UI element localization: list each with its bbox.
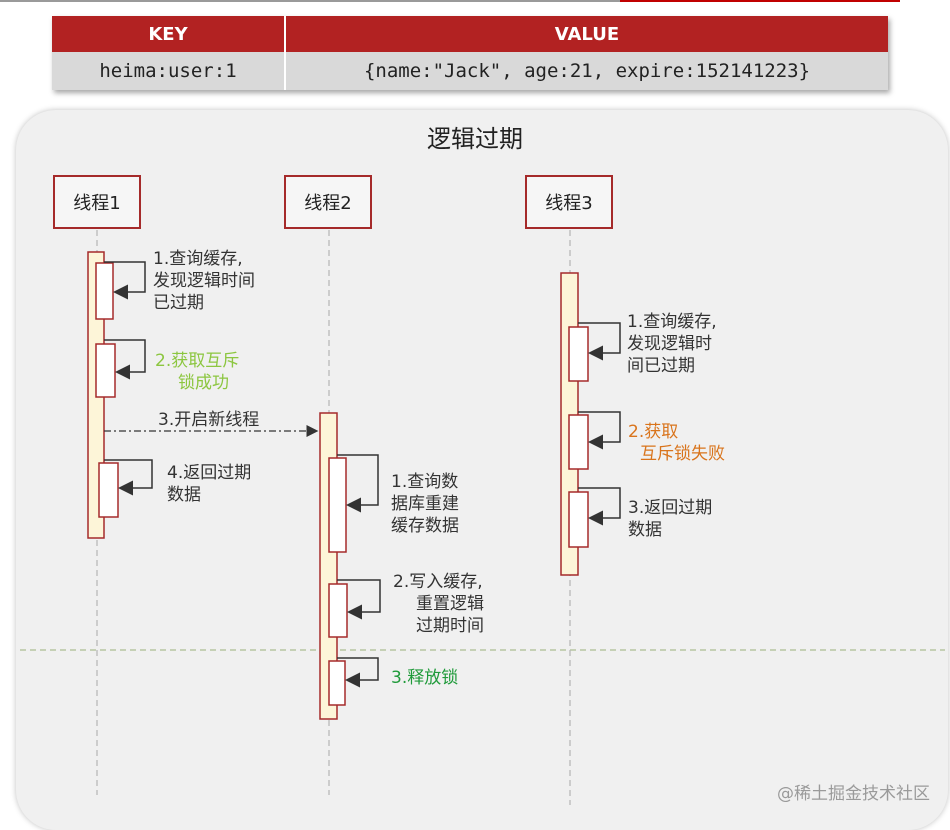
t3-step2-arrow [578,411,621,450]
t1-step4-arrow [104,459,153,496]
key-header: KEY [52,16,286,52]
t1-step1-label: 1.查询缓存, 发现逻辑时间 已过期 [153,249,255,313]
t1-step3-label: 3.开启新线程 [158,410,260,430]
table-row: heima:user:1 {name:"Jack", age:21, expir… [52,52,888,90]
key-value-table: KEY VALUE heima:user:1 {name:"Jack", age… [52,16,888,90]
t1-step1-arrow [104,261,146,300]
t1-step1-box [95,262,114,320]
t2-step1-box [328,457,347,553]
t3-step3-label: 3.返回过期 数据 [628,498,713,540]
t2-step3-arrow [337,657,379,688]
t3-step3-box [568,491,589,548]
watermark: @稀土掘金技术社区 [777,784,930,804]
t2-step2-label: 2.写入缓存, 重置逻辑 过期时间 [393,572,484,636]
t2-step3-box [328,660,346,706]
t2-step1-label: 1.查询数 据库重建 缓存数据 [391,472,459,536]
t2-step1-arrow [337,454,379,513]
t1-step4-box [98,462,119,518]
t2-step3-label: 3.释放锁 [391,668,459,688]
top-accent-line [620,0,900,2]
value-header: VALUE [285,16,888,52]
thread-2-box: 线程2 [284,175,372,229]
t3-step2-label: 2.获取 互斥锁失败 [628,422,725,464]
t3-step1-box [568,326,589,382]
diagram-title: 逻辑过期 [427,125,523,153]
diagram-panel [16,110,948,830]
t3-step2-box [568,414,589,470]
thread-3-box: 线程3 [525,175,613,229]
key-cell: heima:user:1 [52,52,286,90]
t3-step1-arrow [578,322,621,361]
thread-1-box: 线程1 [53,175,141,229]
t1-step2-arrow [104,339,146,380]
t3-step1-label: 1.查询缓存, 发现逻辑时 间已过期 [627,312,717,376]
t1-step4-label: 4.返回过期 数据 [167,463,252,505]
t1-step2-label: 2.获取互斥 锁成功 [155,351,240,393]
top-divider [0,0,620,2]
t2-step2-box [328,583,348,638]
t1-step2-box [95,343,116,398]
t3-step3-arrow [578,487,621,526]
t2-step2-arrow [337,579,381,620]
value-cell: {name:"Jack", age:21, expire:152141223} [285,52,888,90]
